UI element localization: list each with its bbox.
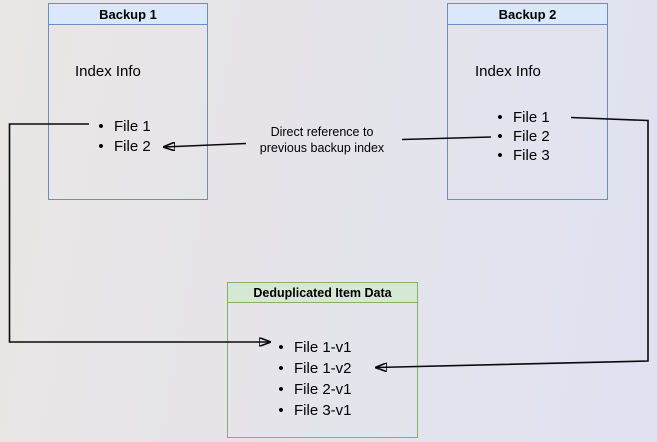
backup2-title: Backup 2	[498, 6, 557, 22]
backup2-header: Backup 2	[448, 4, 607, 25]
list-item: • File 3-v1	[274, 400, 352, 421]
edge-label-line2: previous backup index	[259, 141, 385, 155]
edge-label-line1: Direct reference to	[270, 125, 374, 139]
file-label: File 3-v1	[294, 402, 352, 419]
file-label: File 2	[114, 137, 151, 155]
list-item: • File 2-v1	[274, 379, 352, 400]
dedup-title: Deduplicated Item Data	[253, 285, 392, 300]
list-item: • File 1-v2	[274, 358, 352, 379]
bullet-icon: •	[98, 117, 104, 135]
bullet-icon: •	[98, 137, 104, 155]
list-item: • File 2	[94, 136, 151, 156]
backup2-file-list: • File 1 • File 2 • File 3	[493, 108, 550, 165]
file-label: File 1	[114, 117, 151, 135]
deduplicated-item-data-box: Deduplicated Item Data • File 1-v1 • Fil…	[227, 282, 418, 438]
bullet-icon: •	[278, 360, 284, 377]
file-label: File 2-v1	[294, 381, 352, 398]
backup2-index-info-label: Index Info	[475, 63, 541, 80]
bullet-icon: •	[278, 402, 284, 419]
list-item: • File 3	[493, 146, 550, 165]
bullet-icon: •	[497, 128, 503, 145]
bullet-icon: •	[497, 147, 503, 164]
bullet-icon: •	[278, 339, 284, 356]
file-label: File 1-v1	[294, 339, 352, 356]
edge-label-direct-reference: Direct reference to previous backup inde…	[232, 124, 412, 156]
backup1-title: Backup 1	[99, 6, 157, 22]
bullet-icon: •	[497, 109, 503, 126]
backup1-header: Backup 1	[49, 4, 207, 25]
file-label: File 1-v2	[294, 360, 352, 377]
backup1-box: Backup 1 Index Info • File 1 • File 2	[48, 3, 208, 200]
bullet-icon: •	[278, 381, 284, 398]
backup2-box: Backup 2 Index Info • File 1 • File 2 • …	[447, 3, 608, 200]
backup1-index-info-label: Index Info	[75, 63, 141, 80]
file-label: File 1	[513, 109, 550, 126]
file-label: File 2	[513, 128, 550, 145]
list-item: • File 1	[493, 108, 550, 127]
list-item: • File 1-v1	[274, 337, 352, 358]
dedup-file-list: • File 1-v1 • File 1-v2 • File 2-v1 • Fi…	[274, 337, 352, 421]
backup1-file-list: • File 1 • File 2	[94, 116, 151, 156]
list-item: • File 2	[493, 127, 550, 146]
file-label: File 3	[513, 147, 550, 164]
dedup-header: Deduplicated Item Data	[228, 283, 417, 303]
list-item: • File 1	[94, 116, 151, 136]
